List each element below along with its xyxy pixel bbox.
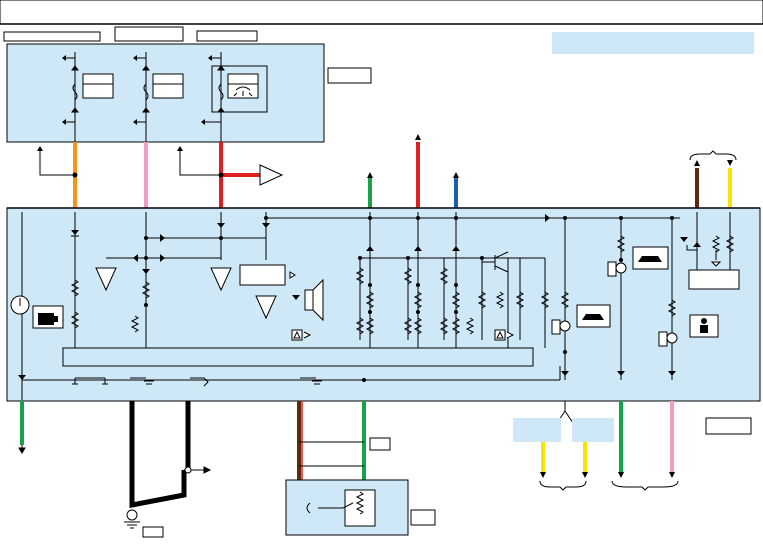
combination-meter-module xyxy=(6,207,761,402)
fuse-column-3 xyxy=(205,52,268,142)
connector-box-module xyxy=(285,479,436,536)
speaker-driver xyxy=(239,264,286,286)
header-tabs xyxy=(3,26,258,42)
connector-box-label xyxy=(410,509,436,526)
seatbelt-icon xyxy=(689,314,719,338)
car-icon-1 xyxy=(632,246,669,270)
header-tab-2[interactable] xyxy=(114,26,184,42)
internal-bus xyxy=(62,347,534,367)
fuse-box-module xyxy=(6,43,372,143)
lamp-indicators xyxy=(551,261,678,347)
fuse-column-2 xyxy=(137,52,184,142)
wires-lower xyxy=(20,401,674,509)
diodes xyxy=(18,214,701,380)
connector-tag-2 xyxy=(572,418,614,442)
light-bulb-icon xyxy=(233,86,253,97)
fuse-column-1 xyxy=(66,52,114,142)
resistors xyxy=(70,235,735,335)
chassis-ground-icon xyxy=(124,509,140,529)
check-engine-icon xyxy=(32,305,64,329)
transistor xyxy=(482,251,509,273)
gauge-drivers xyxy=(95,267,277,320)
wires-upper xyxy=(73,142,732,208)
wire-black-1 xyxy=(129,401,187,509)
switch-module-box xyxy=(688,269,740,290)
header-tab-3[interactable] xyxy=(196,30,258,42)
header-tab-1[interactable] xyxy=(3,31,101,42)
ground-label xyxy=(142,526,164,538)
fuse-1 xyxy=(82,73,114,99)
indicator-boxes xyxy=(291,329,515,341)
ground-icon xyxy=(72,377,322,387)
fuse-box-label xyxy=(327,67,372,84)
speaker-icon xyxy=(304,278,324,322)
title-bar xyxy=(0,0,763,25)
combination-meter-label xyxy=(705,417,752,435)
fuse-2 xyxy=(152,73,184,99)
clock-gauge-icon xyxy=(10,295,30,315)
wire-label xyxy=(369,437,391,451)
car-icon-2 xyxy=(576,304,611,328)
legend-box xyxy=(552,32,754,54)
connector-tag-1 xyxy=(513,418,561,442)
